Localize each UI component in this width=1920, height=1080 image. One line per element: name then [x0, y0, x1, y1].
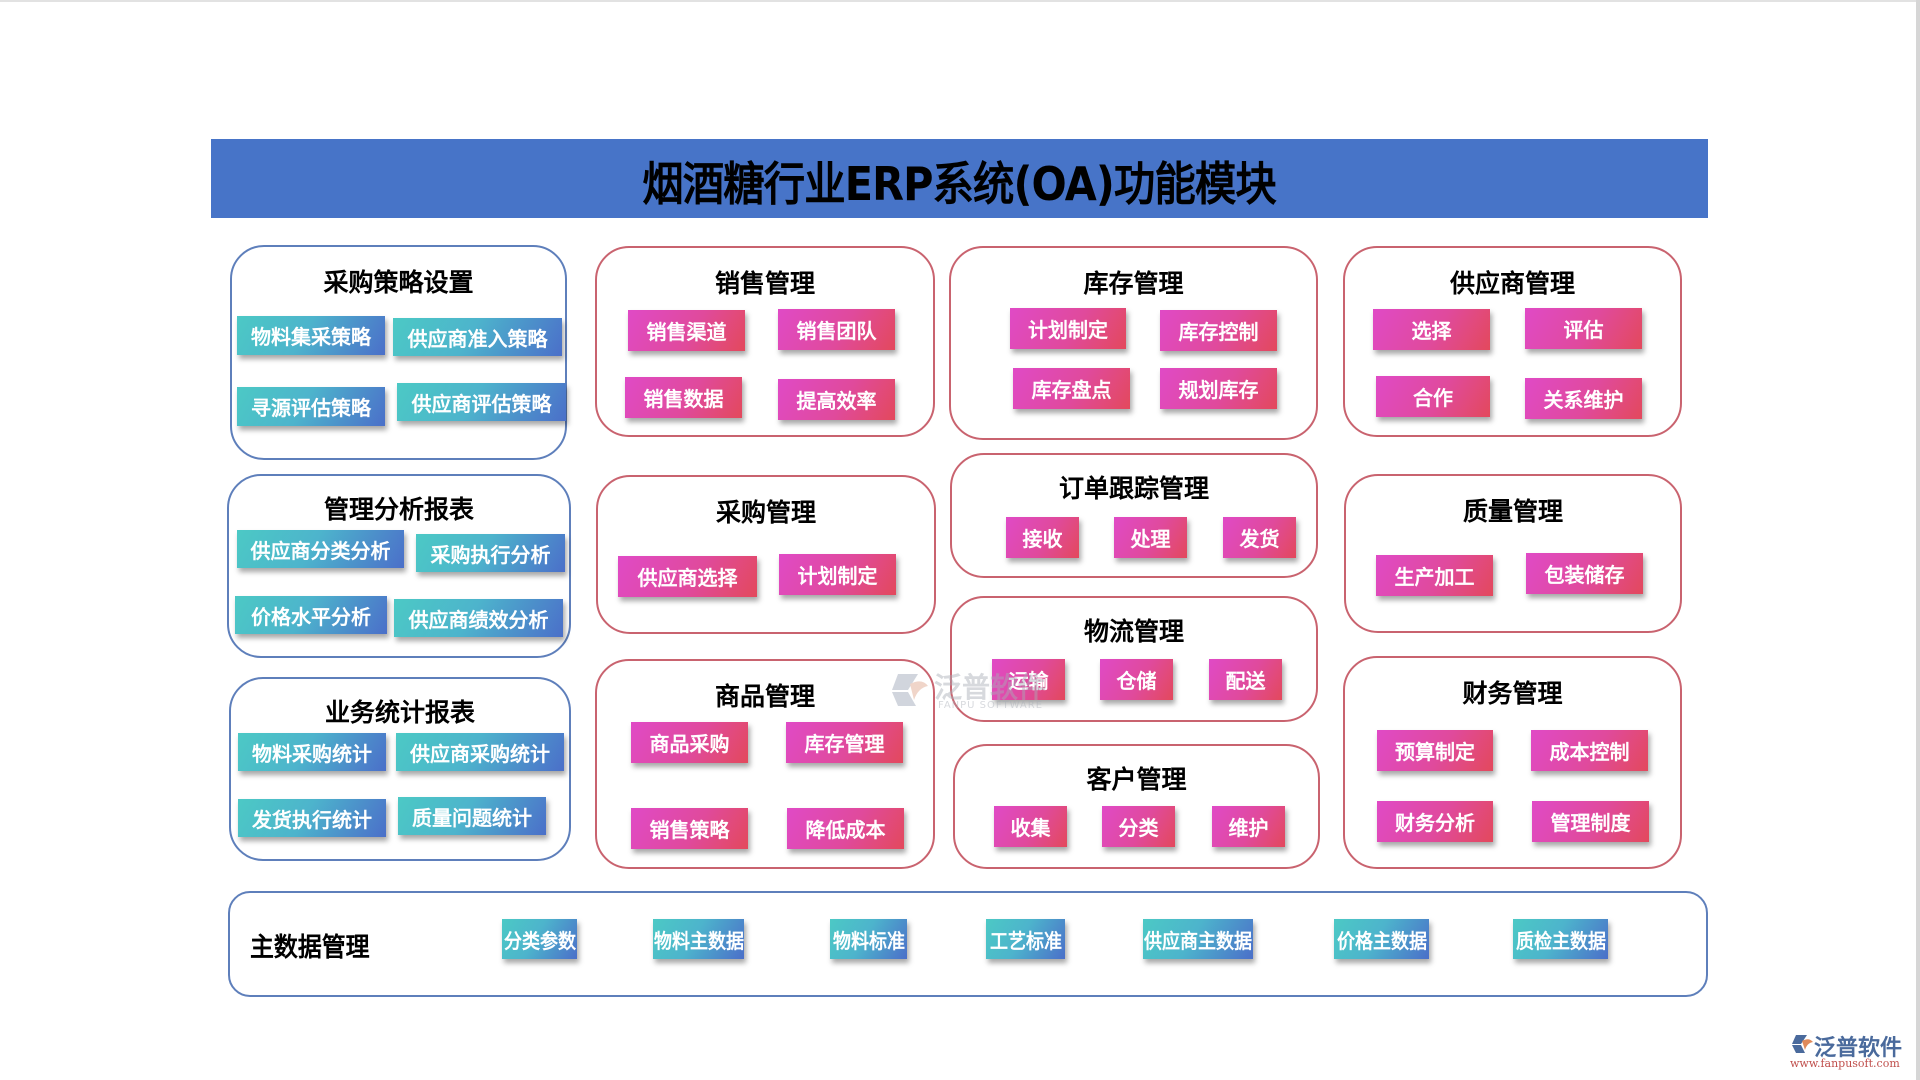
btn-price-level-analysis[interactable]: 价格水平分析	[235, 596, 387, 634]
btn-goods-purchase[interactable]: 商品采购	[631, 722, 748, 763]
module-title: 库存管理	[1083, 269, 1184, 298]
module-title: 客户管理	[1086, 765, 1187, 794]
btn-inventory-plan[interactable]: 计划制定	[1010, 308, 1126, 349]
btn-process-standard[interactable]: 工艺标准	[986, 919, 1065, 959]
btn-order-ship[interactable]: 发货	[1223, 517, 1296, 558]
btn-supplier-admission-strategy[interactable]: 供应商准入策略	[393, 318, 562, 356]
btn-supplier-evaluate[interactable]: 评估	[1525, 308, 1642, 349]
btn-label: 物料标准	[832, 928, 905, 953]
btn-sales-channel[interactable]: 销售渠道	[628, 310, 745, 351]
btn-sourcing-evaluation-strategy[interactable]: 寻源评估策略	[237, 387, 385, 426]
module-title: 管理分析报表	[323, 495, 474, 524]
btn-sales-data[interactable]: 销售数据	[625, 377, 742, 418]
btn-material-purchase-stats[interactable]: 物料采购统计	[238, 733, 386, 771]
btn-supplier-select[interactable]: 选择	[1373, 309, 1490, 350]
btn-warehousing[interactable]: 仓储	[1100, 659, 1173, 700]
btn-inventory-control[interactable]: 库存控制	[1160, 310, 1277, 351]
btn-stocktaking[interactable]: 库存盘点	[1013, 368, 1130, 409]
btn-financial-analysis[interactable]: 财务分析	[1377, 801, 1493, 842]
module-purchase: 采购管理	[596, 475, 936, 634]
btn-label: 质检主数据	[1515, 928, 1606, 953]
module-quality: 质量管理	[1344, 474, 1682, 633]
btn-label: 供应商主数据	[1144, 928, 1252, 953]
btn-label: 分类参数	[503, 928, 576, 953]
module-master-data: 主数据管理	[228, 891, 1708, 997]
logo-url: www.fanpusoft.com	[1790, 1057, 1900, 1070]
btn-order-process[interactable]: 处理	[1114, 517, 1187, 558]
btn-supplier-master-data[interactable]: 供应商主数据	[1143, 919, 1253, 959]
logo-text: 泛普软件	[1814, 1036, 1903, 1061]
btn-customer-classify[interactable]: 分类	[1102, 806, 1175, 847]
btn-production-processing[interactable]: 生产加工	[1376, 555, 1493, 596]
btn-supplier-category-analysis[interactable]: 供应商分类分析	[237, 530, 404, 568]
btn-material-central-purchase-strategy[interactable]: 物料集采策略	[237, 316, 385, 355]
btn-supplier-selection[interactable]: 供应商选择	[618, 556, 757, 597]
btn-price-master-data[interactable]: 价格主数据	[1334, 919, 1429, 959]
frame-edge-right	[1916, 0, 1920, 1080]
btn-management-system[interactable]: 管理制度	[1532, 801, 1649, 842]
btn-shipment-execution-stats[interactable]: 发货执行统计	[238, 799, 386, 837]
page-title: 烟酒糖行业ERP系统(OA)功能模块	[642, 157, 1278, 211]
btn-material-master-data[interactable]: 物料主数据	[653, 919, 744, 959]
module-title: 质量管理	[1462, 497, 1563, 526]
btn-transport[interactable]: 运输	[992, 659, 1065, 700]
module-title: 采购策略设置	[323, 268, 474, 297]
btn-category-params[interactable]: 分类参数	[502, 919, 577, 959]
btn-order-receive[interactable]: 接收	[1006, 517, 1079, 558]
btn-cost-control[interactable]: 成本控制	[1531, 730, 1648, 771]
btn-delivery[interactable]: 配送	[1209, 659, 1282, 700]
title-banner: 烟酒糖行业ERP系统(OA)功能模块	[211, 139, 1708, 218]
btn-supplier-evaluation-strategy[interactable]: 供应商评估策略	[397, 383, 566, 421]
module-title: 主数据管理	[250, 933, 370, 963]
btn-label: 工艺标准	[989, 928, 1062, 953]
module-title: 供应商管理	[1449, 269, 1575, 298]
fanpu-logo-icon	[1792, 1035, 1813, 1053]
btn-improve-efficiency[interactable]: 提高效率	[778, 379, 895, 420]
module-title: 销售管理	[714, 269, 815, 298]
btn-relationship-maintenance[interactable]: 关系维护	[1525, 378, 1642, 419]
btn-budget-making[interactable]: 预算制定	[1377, 730, 1493, 771]
btn-customer-maintain[interactable]: 维护	[1212, 806, 1285, 847]
btn-qc-master-data[interactable]: 质检主数据	[1513, 919, 1608, 959]
btn-supplier-purchase-stats[interactable]: 供应商采购统计	[396, 733, 564, 771]
module-title: 商品管理	[714, 682, 815, 711]
module-title: 订单跟踪管理	[1058, 474, 1209, 503]
btn-reduce-cost[interactable]: 降低成本	[787, 808, 904, 849]
btn-inventory-planning[interactable]: 规划库存	[1160, 368, 1277, 409]
btn-plan-making[interactable]: 计划制定	[779, 554, 896, 595]
btn-sales-team[interactable]: 销售团队	[778, 309, 895, 350]
btn-label: 物料主数据	[653, 928, 744, 953]
btn-quality-issue-stats[interactable]: 质量问题统计	[398, 797, 546, 835]
module-title: 业务统计报表	[324, 698, 475, 727]
btn-label: 价格主数据	[1336, 928, 1427, 953]
btn-packaging-storage[interactable]: 包装储存	[1526, 553, 1643, 594]
frame-edge-top	[0, 0, 1920, 2]
btn-material-standard[interactable]: 物料标准	[830, 919, 907, 959]
btn-supplier-performance-analysis[interactable]: 供应商绩效分析	[394, 599, 563, 637]
module-order-tracking: 订单跟踪管理	[950, 453, 1318, 578]
btn-purchase-execution-analysis[interactable]: 采购执行分析	[416, 534, 565, 572]
btn-customer-collect[interactable]: 收集	[994, 806, 1067, 847]
brand-logo: 泛普软件 www.fanpusoft.com	[1790, 1030, 1915, 1074]
module-title: 物流管理	[1083, 617, 1184, 646]
module-title: 财务管理	[1462, 679, 1563, 708]
btn-sales-strategy[interactable]: 销售策略	[631, 808, 748, 849]
btn-supplier-cooperate[interactable]: 合作	[1376, 376, 1490, 417]
btn-inventory-management[interactable]: 库存管理	[786, 722, 903, 763]
module-title: 采购管理	[715, 498, 816, 527]
